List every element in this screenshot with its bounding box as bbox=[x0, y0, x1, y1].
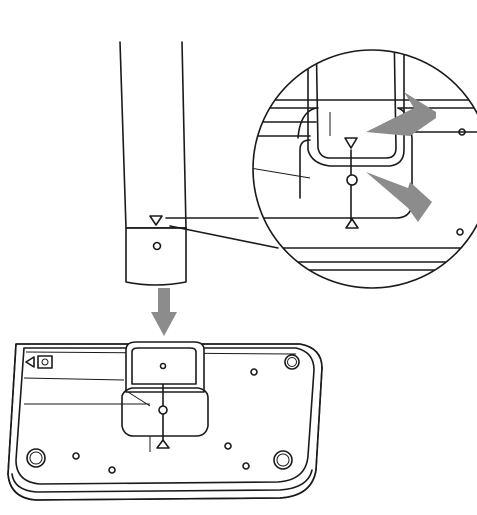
detail-magnifier bbox=[252, 49, 477, 289]
alignment-dot bbox=[346, 174, 358, 186]
pole-triangle-marker bbox=[149, 215, 163, 226]
pole bbox=[119, 41, 187, 286]
zoom-lines bbox=[165, 217, 279, 249]
rotate-arrow-lower bbox=[366, 172, 432, 222]
insert-arrow-down bbox=[151, 288, 177, 336]
pole-screw-hole bbox=[152, 241, 162, 251]
rotate-arrow-upper bbox=[366, 92, 436, 136]
foot-bottom-right bbox=[273, 450, 293, 470]
base-triangle-marker bbox=[156, 439, 170, 449]
upper-triangle-marker bbox=[344, 137, 358, 149]
base-alignment-dot bbox=[158, 405, 168, 415]
socket-screw-hole bbox=[159, 362, 167, 370]
foot-top-right bbox=[284, 354, 300, 370]
lock-icon bbox=[25, 355, 53, 369]
foot-bottom-left bbox=[26, 448, 46, 468]
lower-triangle-marker bbox=[345, 218, 359, 229]
base-plate bbox=[7, 341, 323, 501]
